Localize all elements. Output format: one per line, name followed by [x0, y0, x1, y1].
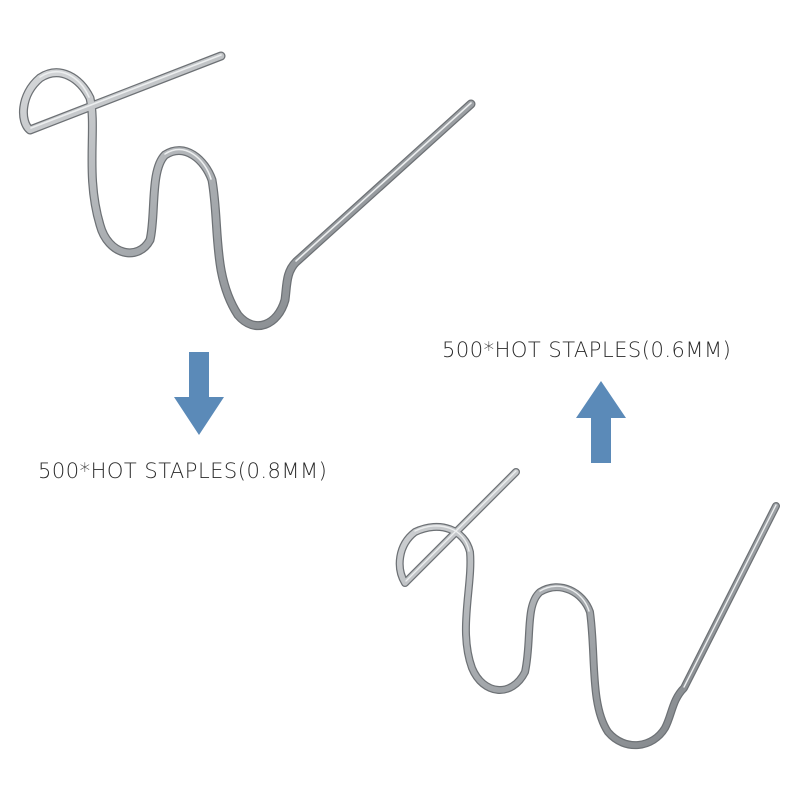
staples-label-0-6mm: 500*HOT STAPLES(0.6MM) [442, 338, 732, 362]
arrow-up-icon [576, 381, 626, 463]
large-staple-highlight [30, 54, 472, 262]
large-staple-body [20, 52, 475, 329]
large-staple [18, 51, 476, 331]
small-staple-highlight [405, 470, 777, 688]
small-staple-body [396, 469, 779, 748]
arrow-down-icon [174, 352, 224, 435]
staples-label-0-8mm: 500*HOT STAPLES(0.8MM) [38, 459, 328, 483]
small-staple [395, 468, 780, 750]
